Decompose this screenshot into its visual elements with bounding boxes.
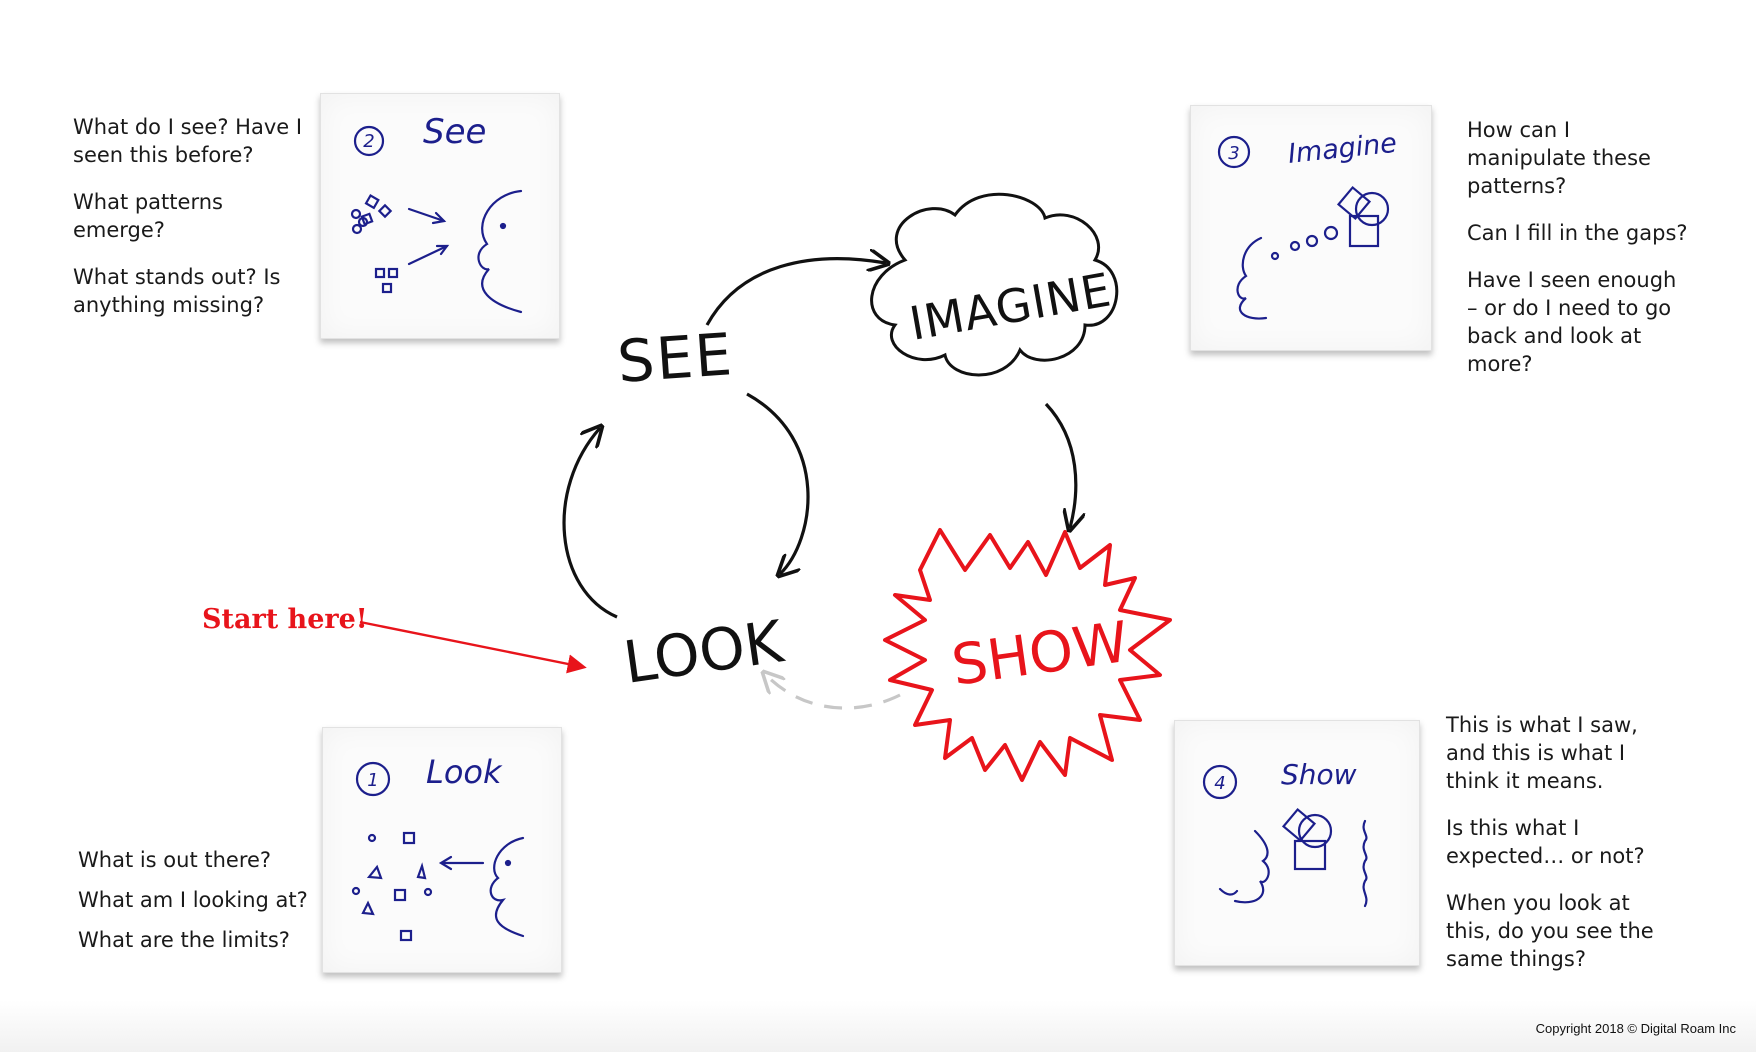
- audience-icon: [1362, 819, 1368, 908]
- napkin-look: 1 Look: [322, 727, 562, 973]
- face-icon: [477, 189, 523, 314]
- show-question-1: This is what I saw, and this is what I t…: [1446, 713, 1638, 793]
- look-questions: What is out there? What am I looking at?…: [78, 845, 318, 974]
- napkin-imagine: 3 Imagine: [1190, 105, 1432, 351]
- copyright-text: Copyright 2018 © Digital Roam Inc: [1535, 1021, 1736, 1036]
- see-to-imagine-arrow: [705, 259, 886, 326]
- show-to-look-arrow: [765, 674, 901, 710]
- see-sketch: 2 See: [350, 112, 523, 314]
- napkin-number: 2: [363, 131, 374, 152]
- imagine-question-3: Have I seen enough – or do I need to go …: [1467, 268, 1677, 376]
- show-starburst-shape: [883, 528, 1172, 782]
- imagine-question-1: How can I manipulate these patterns?: [1467, 118, 1651, 198]
- imagine-questions: How can I manipulate these patterns? Can…: [1467, 116, 1692, 397]
- look-to-see-arrow: [562, 428, 618, 619]
- napkin-see: 2 See: [320, 93, 560, 339]
- show-question-3: When you look at this, do you see the sa…: [1446, 891, 1654, 971]
- number-circle-icon: [353, 125, 385, 157]
- show-questions: This is what I saw, and this is what I t…: [1446, 711, 1676, 992]
- show-question-2: Is this what I expected… or not?: [1446, 816, 1645, 868]
- imagine-question-2: Can I fill in the gaps?: [1467, 221, 1688, 245]
- see-questions: What do I see? Have I seen this before? …: [73, 113, 303, 338]
- napkin-number: 3: [1228, 143, 1239, 164]
- look-question-3: What are the limits?: [78, 928, 290, 952]
- show-sketch: 4 Show: [1202, 758, 1368, 908]
- look-question-1: What is out there?: [78, 848, 272, 872]
- number-circle-icon: [1202, 764, 1238, 800]
- start-here-label: Start here!: [202, 604, 368, 635]
- stage-see-label: SEE: [615, 320, 736, 396]
- imagine-sketch: 3 Imagine: [1217, 128, 1398, 320]
- face-icon: [1233, 829, 1270, 904]
- number-circle-icon: [355, 761, 391, 797]
- look-sketch: 1 Look: [351, 753, 525, 942]
- number-circle-icon: [1217, 135, 1251, 169]
- napkin-title: Look: [426, 753, 503, 791]
- napkin-show: 4 Show: [1174, 720, 1420, 966]
- imagine-to-show-arrow: [1044, 402, 1076, 528]
- napkin-number: 4: [1214, 773, 1225, 794]
- stage-look-label: LOOK: [619, 607, 788, 697]
- imagine-cloud-shape: [870, 192, 1119, 377]
- cycle-diagram: SEE IMAGINE SHOW LOOK: [359, 192, 1172, 782]
- see-question-3: What stands out? Is anything missing?: [73, 265, 281, 317]
- footer-bar: [0, 1000, 1756, 1052]
- napkin-title: See: [423, 112, 486, 152]
- face-icon: [489, 836, 525, 938]
- look-question-2: What am I looking at?: [78, 888, 308, 912]
- see-question-1: What do I see? Have I seen this before?: [73, 115, 303, 167]
- see-question-2: What patterns emerge?: [73, 190, 223, 242]
- napkin-number: 1: [367, 770, 378, 791]
- face-icon: [1236, 236, 1268, 320]
- napkin-title: Show: [1281, 758, 1357, 791]
- start-here-arrow: [359, 620, 587, 674]
- see-to-look-arrow: [746, 392, 810, 574]
